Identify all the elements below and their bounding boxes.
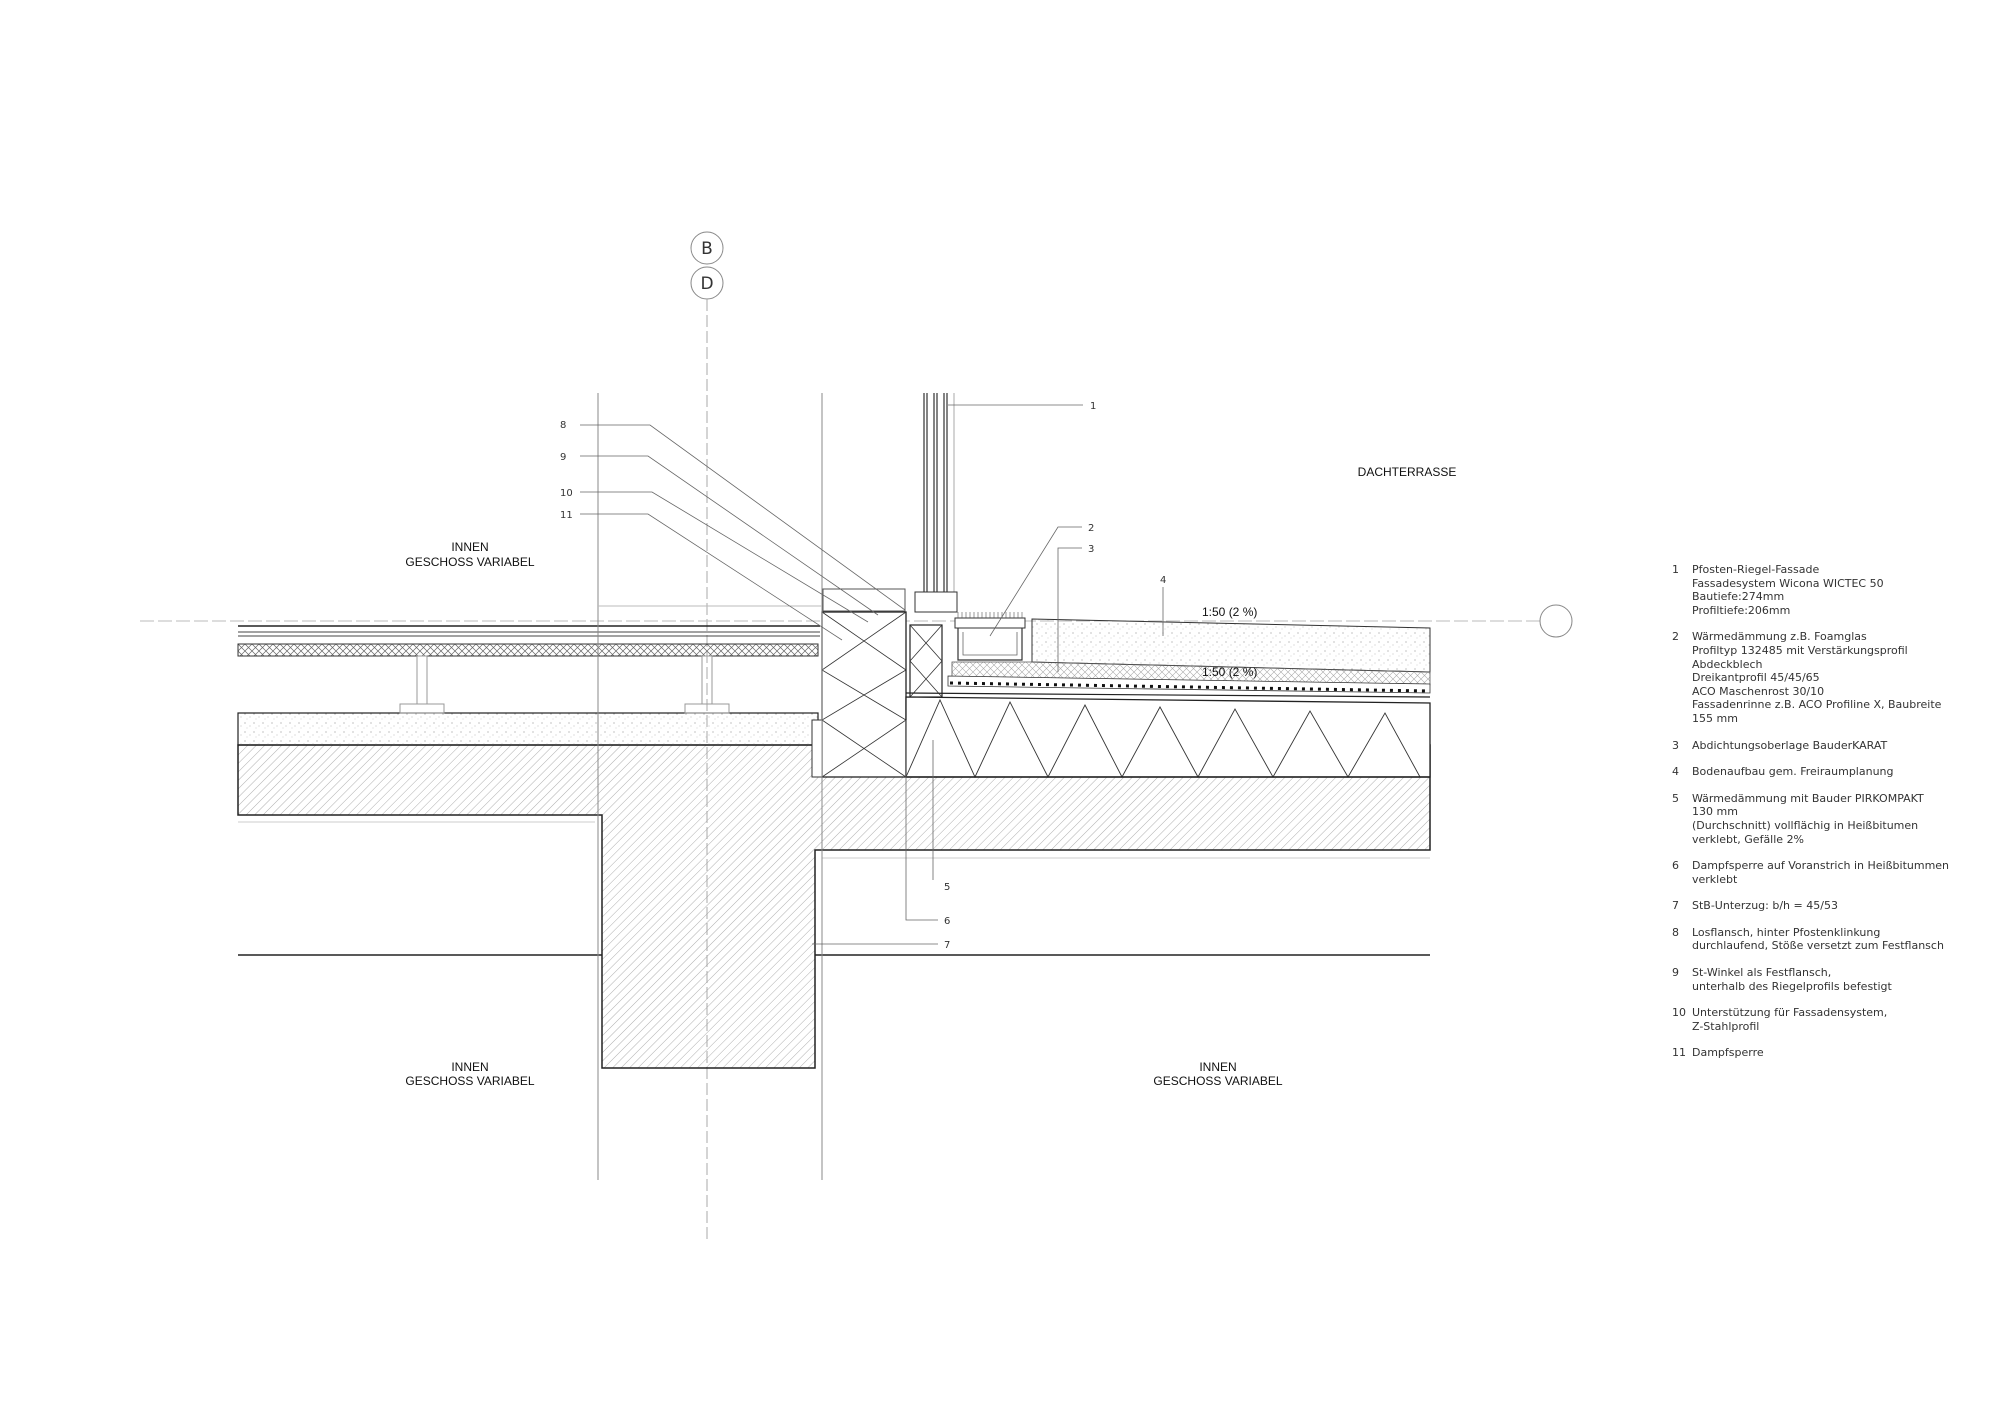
legend-text: Wärmedämmung mit Bauder PIRKOMPAKT 130 m… xyxy=(1692,791,1924,846)
insulation-cross xyxy=(821,611,907,778)
callout-1: 1 xyxy=(1090,401,1096,412)
legend-number: 8 xyxy=(1672,925,1679,939)
floor-pedestal xyxy=(399,655,445,714)
callout-10: 10 xyxy=(560,488,573,499)
level-marker xyxy=(1539,604,1573,638)
facade-insulation-small xyxy=(909,624,943,698)
legend-number: 10 xyxy=(1672,1006,1686,1020)
legend-item: 5 Wärmedämmung mit Bauder PIRKOMPAKT 130 … xyxy=(1672,792,1992,846)
legend-number: 6 xyxy=(1672,859,1679,873)
grid-axis-b-circle xyxy=(690,231,724,265)
legend-text: Wärmedämmung z.B. Foamglas Profiltyp 132… xyxy=(1692,630,1942,725)
legend-number: 11 xyxy=(1672,1046,1686,1060)
waterproofing-layer xyxy=(947,675,1431,694)
legend-text: Dampfsperre xyxy=(1692,1046,1764,1060)
waterproofing-dots xyxy=(949,681,1431,693)
legend-text: Abdichtungsoberlage BauderKARAT xyxy=(1692,738,1888,752)
legend-text: Bodenaufbau gem. Freiraumplanung xyxy=(1692,765,1894,779)
callout-8: 8 xyxy=(560,420,566,431)
vapour-barrier-line xyxy=(905,692,1431,698)
facade-bracket xyxy=(822,588,906,612)
legend-item: 3 Abdichtungsoberlage BauderKARAT xyxy=(1672,739,1992,753)
legend-text: Pfosten-Riegel-Fassade Fassadesystem Wic… xyxy=(1692,563,1884,617)
legend-item: 11 Dampfsperre xyxy=(1672,1046,1992,1060)
leader-lines xyxy=(580,404,1164,945)
slope-label-upper: 1:50 (2 %) xyxy=(1202,605,1257,619)
legend-number: 4 xyxy=(1672,765,1679,779)
floor-pedestal xyxy=(684,655,730,714)
slope-label-lower: 1:50 (2 %) xyxy=(1202,665,1257,679)
callout-11: 11 xyxy=(560,510,573,521)
legend-text: Losflansch, hinter Pfostenklinkung durch… xyxy=(1692,925,1944,953)
concrete-slab xyxy=(237,744,1431,1069)
callout-2: 2 xyxy=(1088,523,1094,534)
legend-text: Dampfsperre auf Voranstrich in Heißbitum… xyxy=(1692,859,1950,886)
legend-number: 2 xyxy=(1672,630,1679,644)
legend: 1 Pfosten-Riegel-Fassade Fassadesystem Wi… xyxy=(1672,563,1992,1073)
room-label-terrace: DACHTERRASSE xyxy=(1358,465,1457,479)
room-label-lower-right-line2: GESCHOSS VARIABEL xyxy=(1153,1074,1282,1088)
insulation-cross xyxy=(909,624,943,698)
legend-item: 9 St-Winkel als Festflansch, unterhalb de… xyxy=(1672,966,1992,993)
facade-insulation-block xyxy=(821,611,907,778)
drainage-channel xyxy=(954,612,1026,661)
legend-text: St-Winkel als Festflansch, unterhalb des… xyxy=(1692,966,1892,993)
legend-number: 9 xyxy=(1672,966,1679,980)
screed-layer xyxy=(237,712,819,746)
legend-text: Unterstützung für Fassadensystem, Z-Stah… xyxy=(1692,1006,1888,1033)
legend-number: 3 xyxy=(1672,738,1679,752)
room-label-lower-left-line2: GESCHOSS VARIABEL xyxy=(405,1074,534,1088)
insulation-zigzag xyxy=(905,698,1421,779)
callout-numbers: 1 2 3 4 5 6 7 8 9 10 11 xyxy=(560,401,1166,951)
callout-9: 9 xyxy=(560,452,566,463)
legend-item: 7 StB-Unterzug: b/h = 45/53 xyxy=(1672,899,1992,913)
grid-axis-b-label: B xyxy=(701,239,713,259)
facade-mullion xyxy=(914,393,958,613)
legend-number: 1 xyxy=(1672,563,1679,576)
legend-item: 4 Bodenaufbau gem. Freiraumplanung xyxy=(1672,765,1992,779)
edge-insulation xyxy=(811,719,823,778)
legend-text: StB-Unterzug: b/h = 45/53 xyxy=(1692,899,1838,913)
legend-item: 6 Dampfsperre auf Voranstrich in Heißbitu… xyxy=(1672,859,1992,886)
grid-axis-d-label: D xyxy=(700,274,713,294)
legend-number: 7 xyxy=(1672,899,1679,913)
room-label-upper-left-line1: INNEN xyxy=(451,540,488,554)
insulation-pir xyxy=(905,696,1431,778)
room-label-upper-left-line2: GESCHOSS VARIABEL xyxy=(405,555,534,569)
callout-4: 4 xyxy=(1160,575,1166,586)
callout-3: 3 xyxy=(1088,544,1094,555)
legend-item: 8 Losflansch, hinter Pfostenklinkung durc… xyxy=(1672,926,1992,953)
legend-item: 10 Unterstützung für Fassadensystem, Z-St… xyxy=(1672,1006,1992,1033)
callout-5: 5 xyxy=(944,882,950,893)
legend-item: 2 Wärmedämmung z.B. Foamglas Profiltyp 13… xyxy=(1672,630,1992,725)
room-label-lower-left-line1: INNEN xyxy=(451,1060,488,1074)
legend-item: 1 Pfosten-Riegel-Fassade Fassadesystem Wi… xyxy=(1672,563,1992,617)
callout-7: 7 xyxy=(944,940,950,951)
raised-floor-panel xyxy=(237,643,819,657)
callout-6: 6 xyxy=(944,916,950,927)
room-label-lower-right-line1: INNEN xyxy=(1199,1060,1236,1074)
legend-number: 5 xyxy=(1672,791,1679,805)
